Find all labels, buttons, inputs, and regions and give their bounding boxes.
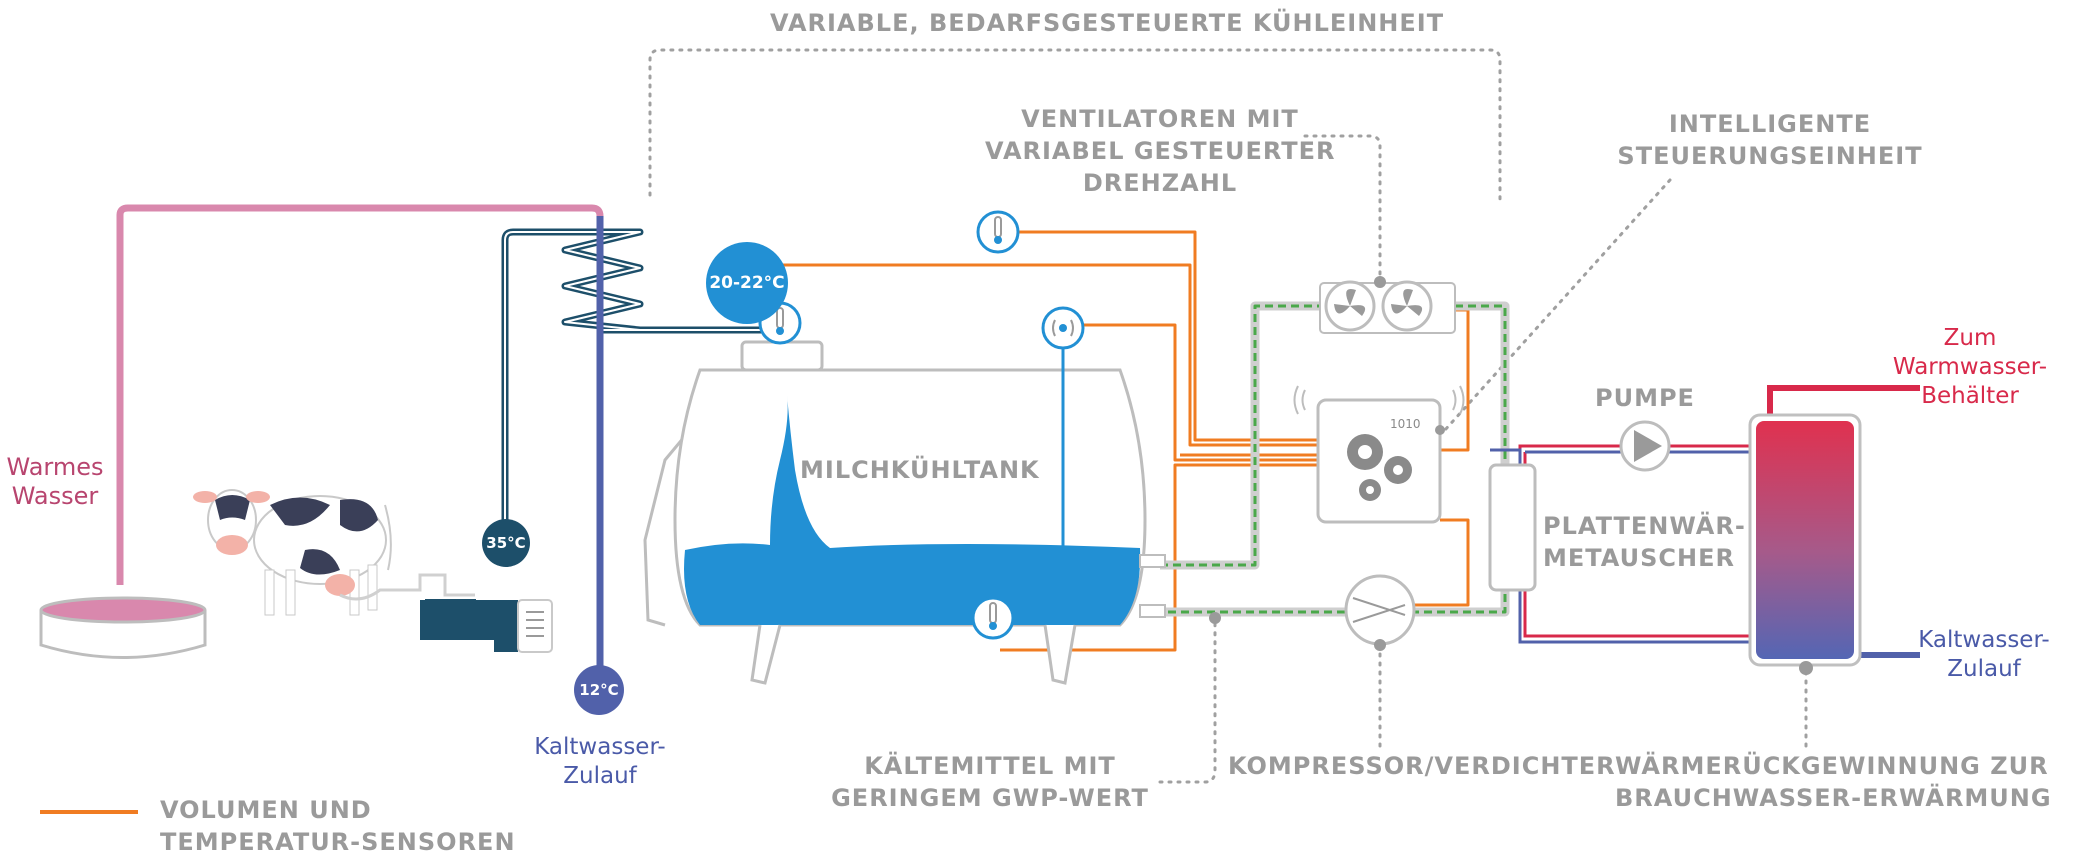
cold-inlet-left-line1: Kaltwasser- (534, 734, 666, 760)
cow-illustration (193, 489, 392, 616)
heat-recovery-label: WÄRMERÜCKGEWINNUNG ZUR BRAUCHWASSER-ERWÄ… (1615, 750, 2052, 814)
hot-tank-label-line3: Behälter (1921, 383, 2019, 409)
fans-label: VENTILATOREN MIT VARIABEL GESTEUERTER DR… (985, 103, 1335, 199)
warm-water-pipe (116, 204, 604, 585)
cooling-unit-label: VARIABLE, BEDARFSGESTEUERTE KÜHLEINHEIT (770, 9, 1445, 37)
thermometer-sensor-bottom (971, 596, 1015, 640)
plate-hx-label-line2: METAUSCHER (1543, 544, 1735, 572)
milk-tank-label: MILCHKÜHLTANK (800, 456, 1040, 484)
plate-heat-exchanger (1488, 463, 1537, 592)
fans-label-line2: VARIABEL GESTEUERTER (985, 137, 1336, 165)
control-unit-label-line2: STEUERUNGSEINHEIT (1617, 142, 1923, 170)
cold-inlet-left-label: Kaltwasser- Zulauf (510, 733, 690, 791)
warm-water-label-line2: Wasser (11, 482, 99, 510)
cold-inlet-right-line1: Kaltwasser- (1918, 627, 2050, 653)
milk-temperature-badge: 20-22°C (706, 242, 788, 324)
refrigerant-loop (1160, 301, 1510, 617)
refrigerant-label-line1: KÄLTEMITTEL MIT (864, 752, 1116, 780)
fans-pointer (1303, 134, 1382, 284)
refrigerant-pointer (1158, 618, 1217, 784)
legend-label: VOLUMEN UND TEMPERATUR-SENSOREN (160, 794, 516, 858)
hot-tank-label-line1: Zum (1943, 325, 1997, 351)
compressor-graphic (1344, 574, 1416, 651)
plate-hx-label: PLATTENWÄR- METAUSCHER (1543, 510, 1746, 574)
warm-water-label-line1: Warmes (6, 453, 104, 481)
cold-inlet-left-line2: Zulauf (563, 763, 637, 789)
cooling-unit-bracket (648, 48, 1502, 202)
legend-label-line1: VOLUMEN UND (160, 796, 372, 824)
heat-recovery-label-line1: WÄRMERÜCKGEWINNUNG ZUR (1615, 752, 2049, 780)
water-35-badge: 35°C (482, 519, 530, 567)
hot-tank-label-line2: Warmwasser- (1892, 354, 2048, 380)
hot-outlet-pipe (1767, 385, 1920, 420)
milk-hose (339, 573, 475, 601)
fans-label-line3: DREHZAHL (1082, 169, 1238, 197)
fans-label-line1: VENTILATOREN MIT (1021, 105, 1299, 133)
hot-tank-label: Zum Warmwasser- Behälter (1880, 324, 2060, 411)
compressor-label: KOMPRESSOR/VERDICHTER (1228, 752, 1616, 780)
plate-hx-label-line1: PLATTENWÄR- (1543, 512, 1746, 540)
level-sensor (1041, 306, 1085, 350)
control-unit-code: 1010 (1390, 417, 1421, 431)
refrigerant-label: KÄLTEMITTEL MIT GERINGEM GWP-WERT (830, 750, 1150, 814)
thermometer-sensor-top (976, 210, 1020, 254)
control-unit-label: INTELLIGENTE STEUERUNGSEINHEIT (1610, 108, 1930, 172)
water-12-badge: 12°C (574, 665, 624, 715)
pump-graphic (1619, 420, 1671, 472)
cold-inlet-right-label: Kaltwasser- Zulauf (1895, 626, 2073, 684)
pump-label: PUMPE (1595, 384, 1695, 412)
fans-graphic (1319, 276, 1456, 334)
control-unit-label-line1: INTELLIGENTE (1668, 110, 1872, 138)
warm-water-label: Warmes Wasser (0, 453, 110, 511)
control-pointer (1443, 178, 1672, 432)
legend-label-line2: TEMPERATUR-SENSOREN (160, 828, 516, 856)
milk-tank-graphic (643, 330, 1166, 685)
refrigerant-label-line2: GERINGEM GWP-WERT (831, 784, 1149, 812)
heat-recovery-label-line2: BRAUCHWASSER-ERWÄRMUNG (1615, 784, 2052, 812)
cold-inlet-right-line2: Zulauf (1947, 656, 2021, 682)
control-unit-graphic (1293, 385, 1465, 524)
